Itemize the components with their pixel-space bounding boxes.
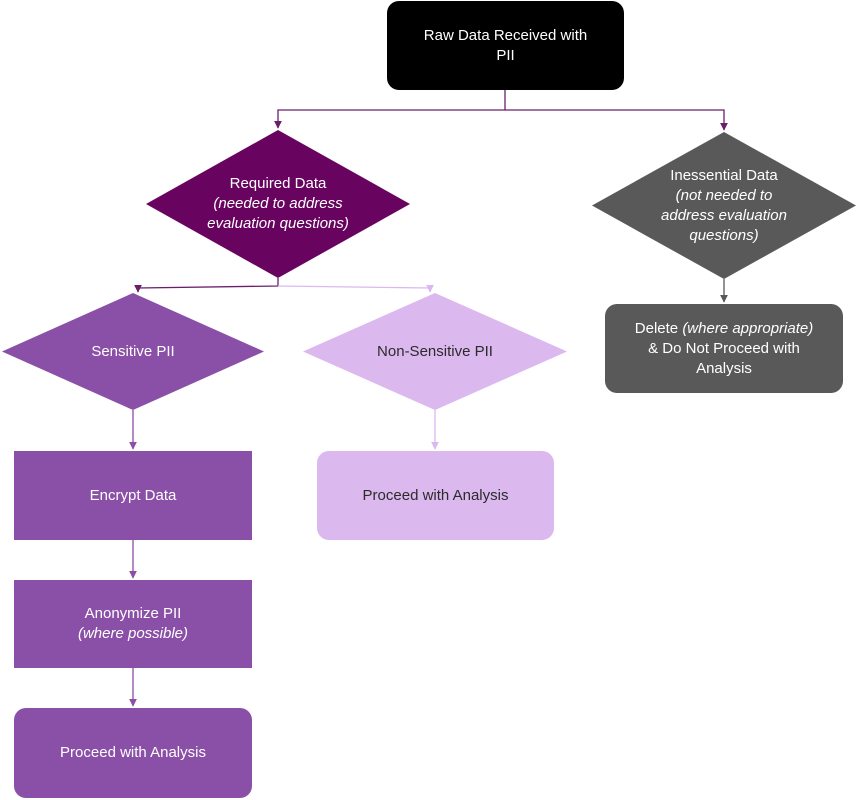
node-delete: Delete (where appropriate) & Do Not Proc… bbox=[605, 304, 843, 393]
node-nonsensitive-pii: Non-Sensitive PII bbox=[303, 293, 567, 410]
node-nonsensitive-pii-label: Non-Sensitive PII bbox=[377, 342, 493, 362]
node-raw-data-line1: Raw Data Received with bbox=[423, 26, 588, 44]
node-delete-word: Delete bbox=[634, 319, 679, 337]
node-anonymize-pii-label: Anonymize PII (where possible) bbox=[78, 604, 188, 644]
node-inessential-data-title: Inessential Data bbox=[670, 166, 778, 184]
node-sensitive-pii-shape bbox=[2, 293, 264, 410]
node-raw-data-line2: PII bbox=[496, 46, 515, 64]
node-sensitive-pii: Sensitive PII bbox=[2, 293, 264, 410]
node-inessential-data-note2: address evaluation bbox=[661, 206, 787, 224]
node-encrypt-data-shape bbox=[14, 451, 252, 540]
node-inessential-data-note3: questions) bbox=[689, 226, 759, 244]
node-sensitive-pii-label: Sensitive PII bbox=[91, 342, 174, 362]
node-required-data-note1: (needed to address bbox=[213, 195, 343, 212]
node-raw-data: Raw Data Received with PII bbox=[387, 1, 624, 90]
node-proceed-sensitive-title: Proceed with Analysis bbox=[60, 744, 206, 761]
node-required-data-label: Required Data (needed to address evaluat… bbox=[207, 174, 349, 234]
edge-required-to-nonsensitive bbox=[277, 284, 434, 293]
node-required-data: Required Data (needed to address evaluat… bbox=[146, 130, 410, 278]
node-raw-data-shape bbox=[387, 1, 624, 90]
node-proceed-nonsensitive-label: Proceed with Analysis bbox=[363, 486, 509, 506]
edge-root-to-required bbox=[274, 90, 506, 129]
node-encrypt-data-title: Encrypt Data bbox=[89, 486, 177, 504]
node-proceed-sensitive-shape bbox=[14, 708, 252, 798]
edge-required-to-sensitive bbox=[134, 278, 279, 293]
node-proceed-sensitive-label: Proceed with Analysis bbox=[60, 743, 206, 763]
node-delete-shape bbox=[605, 304, 843, 393]
edge-root-to-inessential bbox=[505, 109, 728, 131]
node-nonsensitive-pii-title: Non-Sensitive PII bbox=[377, 342, 493, 360]
node-inessential-data-shape bbox=[592, 132, 856, 279]
node-anonymize-pii-title: Anonymize PII bbox=[84, 605, 182, 622]
node-anonymize-pii-shape bbox=[14, 580, 252, 668]
node-required-data-shape bbox=[146, 130, 410, 278]
node-delete-line3: Analysis bbox=[696, 359, 752, 377]
node-required-data-title: Required Data bbox=[229, 175, 327, 192]
node-delete-line2: & Do Not Proceed with bbox=[648, 339, 800, 357]
node-anonymize-pii: Anonymize PII (where possible) bbox=[14, 580, 252, 668]
node-proceed-nonsensitive: Proceed with Analysis bbox=[317, 451, 554, 540]
node-sensitive-pii-title: Sensitive PII bbox=[91, 342, 175, 360]
node-inessential-data-note1: (not needed to bbox=[675, 186, 773, 204]
node-raw-data-label: Raw Data Received with PII bbox=[424, 26, 587, 66]
node-anonymize-pii-note: (where possible) bbox=[77, 625, 189, 642]
node-inessential-data-label: Inessential Data (not needed to address … bbox=[661, 166, 787, 246]
node-inessential-data: Inessential Data (not needed to address … bbox=[592, 132, 856, 279]
node-encrypt-data: Encrypt Data bbox=[14, 451, 252, 540]
node-proceed-nonsensitive-shape bbox=[317, 451, 554, 540]
node-nonsensitive-pii-shape bbox=[303, 293, 567, 410]
node-encrypt-data-label: Encrypt Data bbox=[90, 486, 177, 506]
node-required-data-note2: evaluation questions) bbox=[207, 215, 349, 232]
node-delete-note: (where appropriate) bbox=[682, 319, 814, 337]
node-proceed-sensitive: Proceed with Analysis bbox=[14, 708, 252, 798]
node-delete-label: Delete (where appropriate) & Do Not Proc… bbox=[635, 319, 813, 379]
node-proceed-nonsensitive-title: Proceed with Analysis bbox=[362, 486, 509, 504]
node-delete-line1: Delete (where appropriate) bbox=[635, 319, 813, 339]
